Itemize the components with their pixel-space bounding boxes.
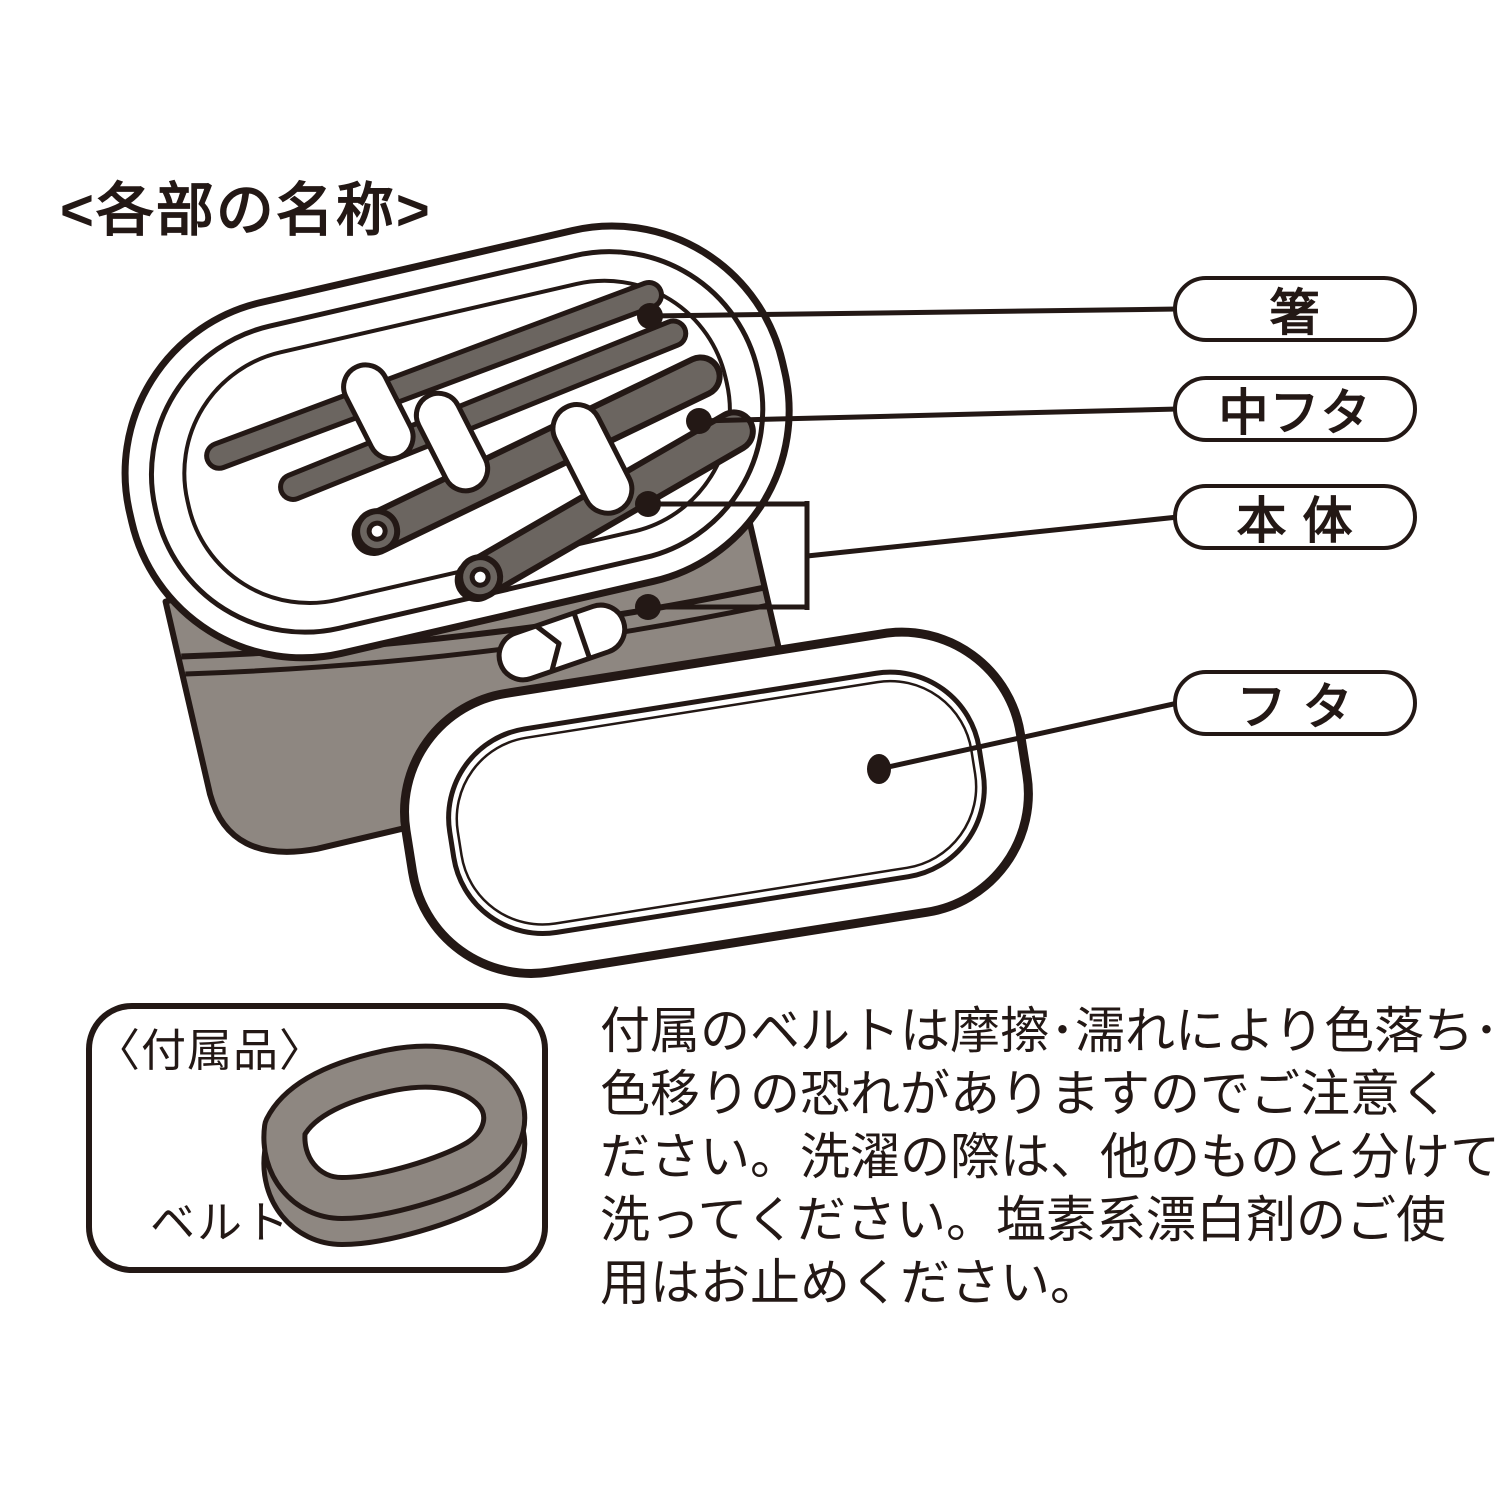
part-label-body: 本 体	[1173, 484, 1417, 550]
page-title: <各部の名称>	[60, 178, 432, 243]
belt-illustration	[261, 1043, 528, 1247]
callout-dot-lid	[867, 754, 891, 784]
care-note-line: 色移りの恐れがありますのでご注意く	[600, 1066, 1450, 1122]
chopstick-clip	[550, 402, 635, 516]
callout-leaders	[635, 303, 1179, 784]
chopstick-clip	[413, 390, 491, 494]
chopstick-rod	[351, 354, 723, 557]
care-note-line: 洗ってください。塩素系漂白剤のご使	[600, 1192, 1446, 1248]
part-label-text: 中フタ	[1218, 385, 1372, 441]
part-label-inner-lid: 中フタ	[1173, 376, 1417, 442]
chopstick-tube-end	[354, 508, 401, 555]
accessory-box	[86, 1003, 548, 1273]
belt-top-face	[266, 1048, 523, 1216]
care-note-line: 用はお止めください。	[600, 1255, 1100, 1311]
belt-holder	[496, 602, 628, 683]
care-note-line: 付属のベルトは摩擦･濡れにより色落ち･	[600, 1003, 1499, 1059]
chopstick-rod	[278, 318, 689, 502]
lid-outer-edge	[400, 627, 1033, 978]
chopstick-clip	[341, 362, 416, 462]
part-label-text: 本 体	[1236, 493, 1354, 549]
accessory-title: 〈付属品〉	[95, 1025, 326, 1076]
chopstick-tube-end	[457, 554, 504, 601]
leader-line-body	[806, 514, 1179, 559]
care-note-line: ださい。洗濯の際は、他のものと分けて	[600, 1129, 1500, 1185]
part-label-text: フ タ	[1236, 679, 1354, 735]
tier-separation-line-lower	[185, 602, 769, 677]
chopstick-rod	[204, 279, 664, 471]
part-label-lid: フ タ	[1173, 670, 1417, 736]
callout-dot-body-upper	[635, 491, 661, 517]
leader-line-chopsticks	[649, 306, 1179, 319]
callout-dot-chopsticks	[637, 303, 663, 329]
leader-line-inner-lid	[698, 406, 1179, 424]
belt-label: ベルト	[150, 1197, 292, 1248]
callout-dot-inner-lid	[686, 408, 712, 434]
lid-inner-line	[446, 669, 987, 936]
part-label-text: 箸	[1269, 285, 1321, 341]
care-note: 付属のベルトは摩擦･濡れにより色落ち･ 色移りの恐れがありますのでご注意く ださ…	[600, 1000, 1500, 1315]
callout-dot-body-lower	[635, 594, 661, 620]
lid-illustration	[400, 627, 1033, 978]
chopsticks-group	[204, 279, 756, 603]
lid-inner-hairline	[455, 679, 978, 926]
part-label-chopsticks: 箸	[1173, 276, 1417, 342]
leader-line-lid	[878, 700, 1179, 772]
